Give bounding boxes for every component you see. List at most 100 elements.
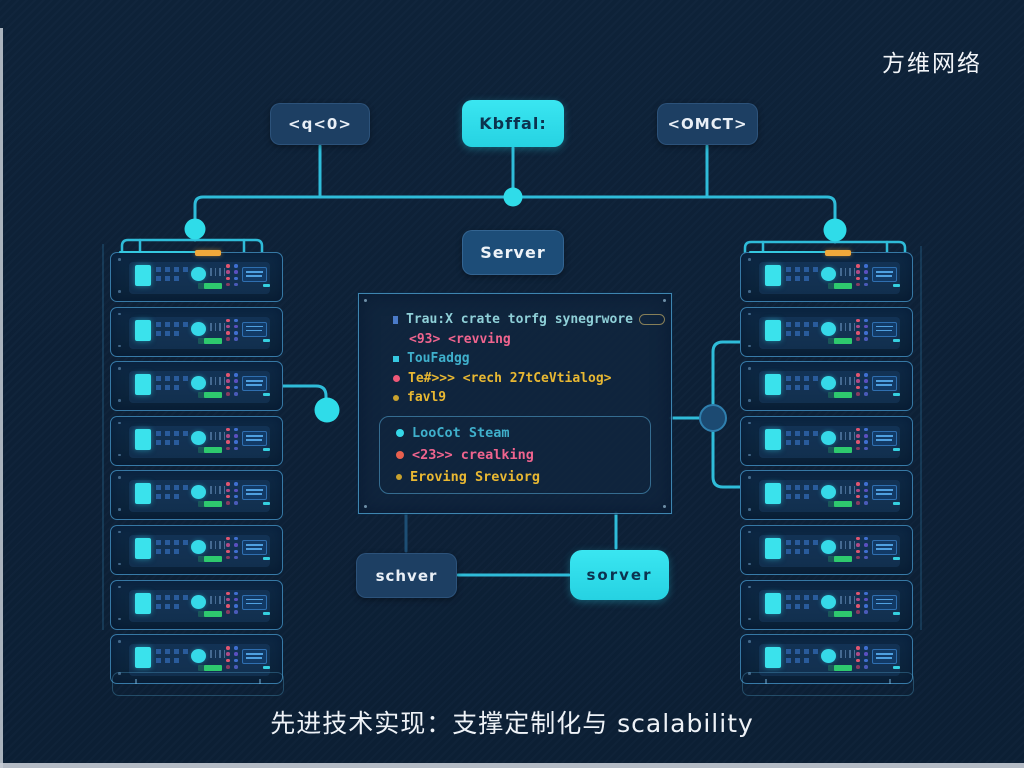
status-led-green [204,392,222,399]
unit-display [242,376,267,392]
code-text: Trau:X crate torfg synegrwore [406,312,633,328]
power-button [191,539,206,554]
screw-dot [118,312,121,316]
screw-dot [748,672,751,675]
node-top-right: <OMCT> [657,103,758,145]
led-column [234,536,238,560]
wire-rightdot-down [711,429,743,489]
power-button [191,485,206,500]
bullet-icon [396,474,402,480]
power-button [821,321,836,336]
screw-dot [748,476,751,479]
node-top-left: <q<0> [270,103,370,145]
led-column [856,536,860,560]
junction-dot-right-mid [699,404,727,432]
port-grid [156,430,188,445]
rack-unit [740,524,913,575]
indicator-dash [263,447,270,451]
node-label: sorver [586,566,653,584]
led-column [234,373,238,396]
unit-display [242,539,267,555]
power-button [821,485,836,500]
node-server: Server [462,230,564,275]
port-grid [786,649,818,664]
indicator-dash [263,556,270,560]
vent-ticks [210,431,225,440]
indicator-dash [893,393,900,397]
node-bottom-right: sorver [570,550,669,600]
port-grid [786,430,818,445]
port-grid [156,321,188,336]
port-grid [156,267,188,281]
screw-dot [748,617,751,621]
status-led-green [834,665,852,672]
port-grid [786,539,818,554]
indicator-dash [893,556,900,560]
led-column [226,646,230,669]
rack-unit [110,249,283,302]
rack-top-line [119,250,197,253]
screw-dot [748,585,751,589]
led-column [234,427,238,451]
junction-dot-right [823,218,847,242]
screw-dot [118,399,121,402]
power-button [191,594,206,609]
power-button [821,594,836,609]
screw-dot [118,617,121,621]
indicator-dash [893,447,900,451]
brand-logo-text: 方维网络 [882,51,982,77]
status-led-green [834,337,852,344]
code-line: <93> <revving [359,330,665,350]
server-rack-right [740,249,913,685]
screw-dot [748,640,751,643]
drive-bay-block [135,592,151,614]
indicator-dash [893,338,900,342]
led-column [864,646,868,669]
rack-top-line [749,250,827,253]
led-column [234,318,238,341]
indicator-dash [263,666,270,670]
led-column [226,482,230,505]
power-button [191,321,206,336]
power-button [821,430,836,445]
panel-corner-mark [663,505,666,508]
power-button [191,430,206,445]
led-column [864,318,868,341]
power-button [821,649,836,664]
screw-dot [748,508,751,511]
led-column [226,591,230,614]
code-line: <23>> crealking [380,444,650,466]
screw-dot [118,453,121,457]
drive-bay-block [765,537,781,559]
power-button [191,649,206,664]
node-label: Kbffal: [479,114,547,133]
unit-display [242,594,267,610]
port-grid [156,649,188,664]
power-button [821,267,836,281]
port-grid [156,485,188,500]
led-column [226,536,230,560]
screw-dot [118,508,121,511]
port-grid [156,539,188,554]
led-column [856,373,860,396]
node-bottom-left: schver [356,553,457,598]
rack-unit [110,524,283,575]
port-grid [156,376,188,391]
code-text: LooCot Steam [412,425,510,441]
code-line: Eroving Sreviorg [380,466,650,488]
rack-unit [740,470,913,521]
led-column [234,482,238,505]
junction-dot-center [503,187,523,207]
code-line: LooCot Steam [380,422,650,444]
drive-bay-block [765,592,781,614]
bullet-icon [396,451,404,459]
led-column [234,264,238,287]
screw-dot [748,290,751,293]
led-column [864,373,868,396]
server-rack-left [110,249,283,685]
unit-display [242,485,267,501]
unit-display [872,267,897,282]
drive-bay-block [765,265,781,286]
screw-dot [748,312,751,316]
